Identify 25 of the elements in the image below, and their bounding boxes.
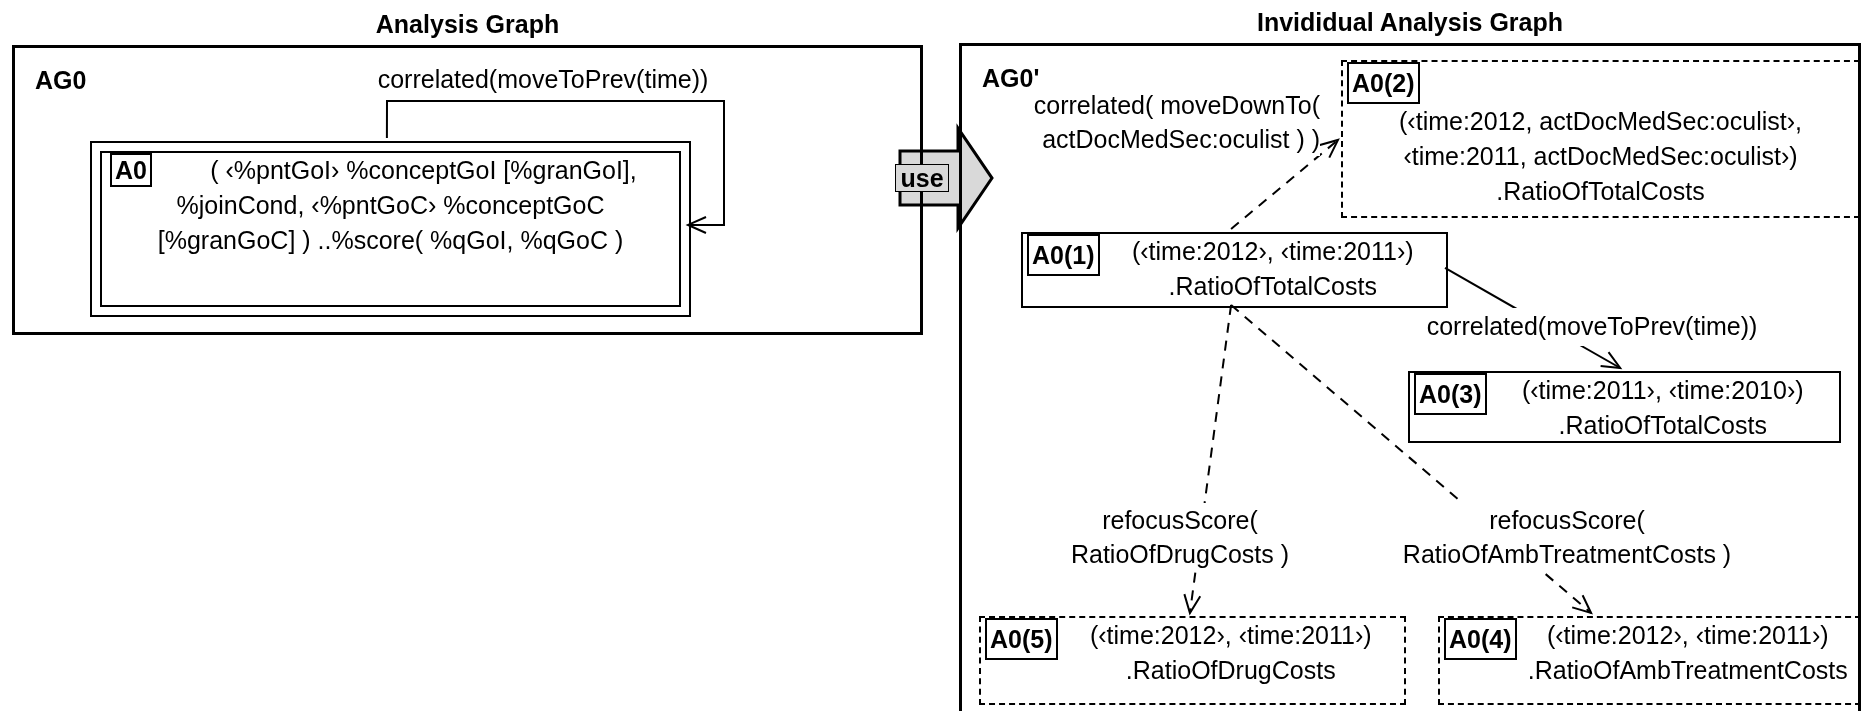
analysis-box xyxy=(1341,60,1860,218)
node-tag: A0(1) xyxy=(1027,234,1100,276)
edge-label: correlated(moveToPrev(time)) xyxy=(377,64,709,96)
analysis-box xyxy=(979,616,1406,705)
analysis-box xyxy=(1438,616,1861,705)
frame-label: AG0 xyxy=(35,65,87,96)
node-tag: A0 xyxy=(110,153,152,187)
node-expression: (‹time:2012›, ‹time:2011›) .RatioOfAmbTreatmentCosts xyxy=(1527,621,1848,684)
edge-label: correlated(moveToPrev(time)) xyxy=(1426,308,1758,346)
node-expression: (‹time:2012, actDocMedSec:oculist›, ‹time:2011, actDocMedSec:oculist›) .RatioOfTotalCosts xyxy=(1398,106,1803,207)
arrow xyxy=(1230,138,1339,230)
analysis-box xyxy=(1021,232,1448,308)
node-expression: (‹time:2012›, ‹time:2011›) .RatioOfDrugCosts xyxy=(1089,621,1372,684)
edge-label: use xyxy=(895,164,949,192)
frame-title: Invididual Analysis Graph xyxy=(1255,7,1565,38)
node-expression: ( ‹%pntGoI› %conceptGoI [%granGoI], %joinCond, ‹%pntGoC› %conceptGoC [%granGoC] ) ..%score( %qGoI, %qGoC ) xyxy=(157,156,637,254)
node-expression: (‹time:2012›, ‹time:2011›) .RatioOfTotalCosts xyxy=(1131,237,1414,300)
arrow xyxy=(385,100,725,234)
node-tag: A0(4) xyxy=(1444,618,1517,660)
node-tag: A0(2) xyxy=(1347,62,1420,104)
analysis-box xyxy=(1408,371,1841,443)
node-tag: A0(3) xyxy=(1414,373,1487,415)
frame-title: Analysis Graph xyxy=(374,9,561,40)
node-tag: A0(5) xyxy=(985,618,1058,660)
node-expression: (‹time:2011›, ‹time:2010›) .RatioOfTotalCosts xyxy=(1521,376,1804,439)
